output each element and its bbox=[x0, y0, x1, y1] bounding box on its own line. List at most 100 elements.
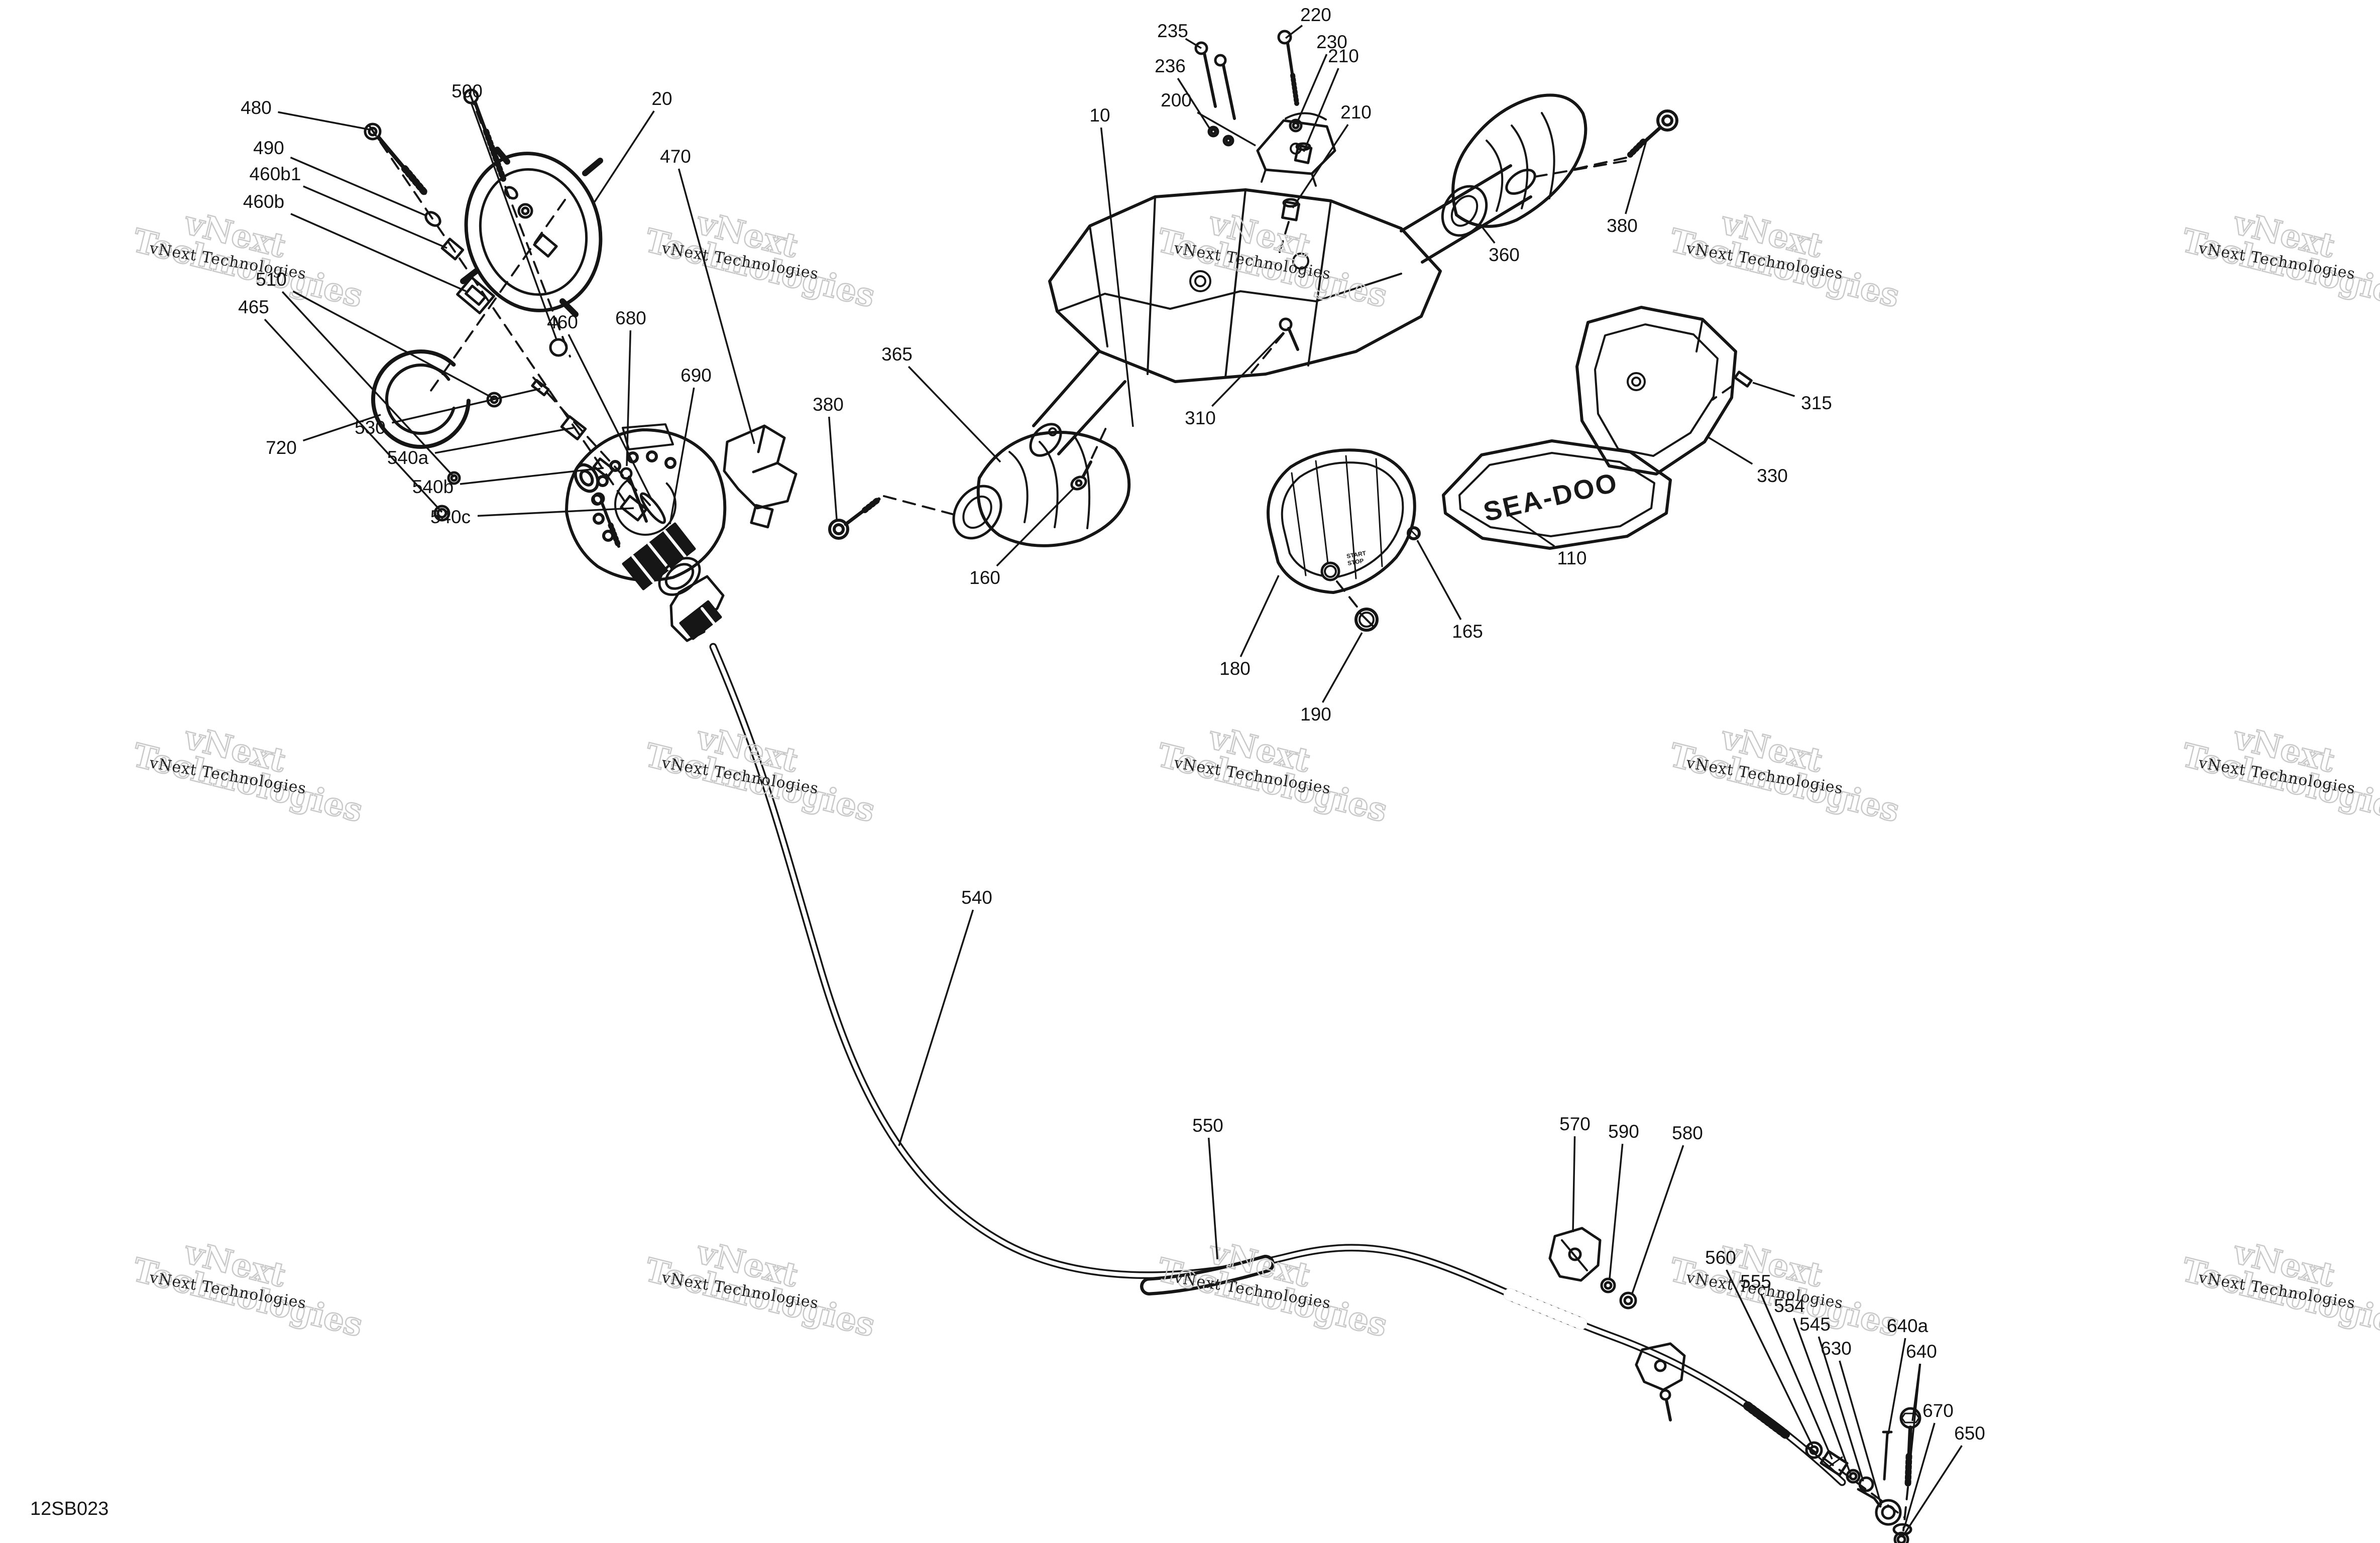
callout-500: 500 bbox=[451, 81, 557, 340]
callout-530: 530 bbox=[355, 388, 541, 438]
callout-490: 490 bbox=[253, 138, 427, 217]
callout-leader bbox=[1902, 1445, 1963, 1536]
callout-label-380: 380 bbox=[1607, 215, 1638, 236]
callout-label-200: 200 bbox=[1161, 90, 1192, 110]
callout-550: 550 bbox=[1192, 1115, 1223, 1260]
callout-label-160: 160 bbox=[969, 567, 1000, 588]
callout-650: 650 bbox=[1902, 1423, 1985, 1536]
callout-label-560: 560 bbox=[1705, 1247, 1736, 1268]
callout-leader bbox=[626, 330, 632, 466]
callout-leader bbox=[290, 157, 427, 217]
callout-leader bbox=[264, 318, 443, 513]
callout-label-720: 720 bbox=[266, 437, 297, 458]
button-text-start: START bbox=[1346, 549, 1367, 560]
callout-210: 210 bbox=[1303, 46, 1359, 152]
grip-part-360 bbox=[1441, 93, 1678, 237]
callout-label-555: 555 bbox=[1740, 1271, 1771, 1292]
callout-180: 180 bbox=[1219, 575, 1280, 679]
callout-580: 580 bbox=[1631, 1123, 1703, 1294]
callout-640: 640 bbox=[1906, 1341, 1937, 1480]
callout-leader bbox=[477, 507, 634, 517]
callout-label-554: 554 bbox=[1774, 1295, 1805, 1316]
callout-570: 570 bbox=[1559, 1114, 1591, 1233]
callout-label-680: 680 bbox=[615, 308, 646, 328]
callout-leader bbox=[303, 185, 447, 249]
callout-540c: 540c bbox=[430, 507, 634, 527]
callout-230: 230 bbox=[1296, 32, 1347, 124]
callout-540: 540 bbox=[898, 887, 992, 1146]
callout-label-590: 590 bbox=[1608, 1121, 1639, 1142]
callout-label-460b1: 460b1 bbox=[250, 164, 301, 184]
grip-part-365 bbox=[828, 430, 1131, 547]
callout-670: 670 bbox=[1903, 1400, 1954, 1528]
callout-460b1: 460b1 bbox=[250, 164, 447, 249]
callout-690: 690 bbox=[669, 365, 712, 525]
callout-leader bbox=[568, 334, 652, 499]
callout-label-540b: 540b bbox=[412, 477, 454, 497]
callout-554: 554 bbox=[1774, 1295, 1851, 1474]
callout-640a: 640a bbox=[1887, 1316, 1929, 1435]
figure-code: 12SB023 bbox=[30, 1498, 109, 1519]
callout-leader bbox=[281, 291, 455, 478]
callout-leader bbox=[1177, 78, 1211, 130]
callout-leader bbox=[1480, 224, 1496, 244]
callout-leader bbox=[1752, 382, 1795, 397]
callout-leader bbox=[302, 414, 381, 442]
callout-label-670: 670 bbox=[1922, 1400, 1954, 1421]
callout-680: 680 bbox=[615, 308, 646, 466]
callout-label-480: 480 bbox=[241, 97, 272, 118]
throttle-cable-part-540 bbox=[709, 643, 1846, 1486]
callout-label-640a: 640a bbox=[1887, 1316, 1929, 1336]
callout-480: 480 bbox=[241, 97, 370, 131]
clamp-block-parts bbox=[1194, 30, 1336, 221]
callout-leader bbox=[1609, 1143, 1624, 1279]
callout-label-630: 630 bbox=[1821, 1338, 1852, 1359]
callout-leader bbox=[1631, 1145, 1684, 1294]
callout-190: 190 bbox=[1300, 632, 1363, 725]
callout-leader bbox=[1887, 1338, 1906, 1435]
callout-label-10: 10 bbox=[1089, 105, 1110, 126]
callout-236: 236 bbox=[1155, 56, 1211, 130]
callout-330: 330 bbox=[1707, 436, 1788, 486]
callout-380: 380 bbox=[813, 394, 844, 520]
callout-545: 545 bbox=[1799, 1314, 1864, 1482]
callout-110: 110 bbox=[1506, 512, 1587, 568]
callout-label-510: 510 bbox=[256, 269, 287, 290]
callout-label-570: 570 bbox=[1559, 1114, 1591, 1134]
callout-label-360: 360 bbox=[1489, 245, 1520, 265]
callout-label-650: 650 bbox=[1954, 1423, 1985, 1444]
bezel-ring-part-20 bbox=[460, 147, 603, 317]
callout-label-110: 110 bbox=[1557, 548, 1587, 568]
callout-leader bbox=[1907, 1363, 1921, 1480]
cover-part-330 bbox=[1575, 306, 1753, 476]
cable-end-fitting-parts bbox=[1805, 1407, 1921, 1543]
callout-leader bbox=[1793, 1318, 1851, 1474]
plug-part-190 bbox=[1354, 608, 1379, 632]
callout-460: 460 bbox=[547, 312, 652, 499]
callout-leader bbox=[1903, 1422, 1936, 1528]
callout-leader bbox=[908, 366, 1001, 463]
callout-leader bbox=[1625, 137, 1648, 214]
callout-315: 315 bbox=[1752, 382, 1832, 413]
callout-leader bbox=[1185, 38, 1202, 49]
callout-leader bbox=[898, 909, 974, 1146]
callout-label-470: 470 bbox=[660, 146, 691, 167]
callout-220: 220 bbox=[1285, 5, 1331, 39]
callout-540b: 540b bbox=[412, 467, 604, 497]
callout-label-540a: 540a bbox=[387, 447, 429, 468]
callout-460b: 460b bbox=[243, 191, 467, 292]
callout-label-310: 310 bbox=[1185, 408, 1216, 428]
callout-720: 720 bbox=[266, 414, 381, 458]
callout-label-330: 330 bbox=[1757, 465, 1788, 486]
callout-label-20: 20 bbox=[651, 88, 672, 109]
callout-label-190: 190 bbox=[1300, 704, 1331, 725]
callout-label-315: 315 bbox=[1801, 393, 1832, 413]
callout-label-490: 490 bbox=[253, 138, 284, 158]
callout-380: 380 bbox=[1607, 137, 1648, 236]
callout-200: 200 bbox=[1161, 90, 1256, 147]
callout-leader bbox=[996, 486, 1076, 567]
callout-leader bbox=[1572, 1136, 1576, 1233]
callout-leader bbox=[1506, 512, 1555, 547]
